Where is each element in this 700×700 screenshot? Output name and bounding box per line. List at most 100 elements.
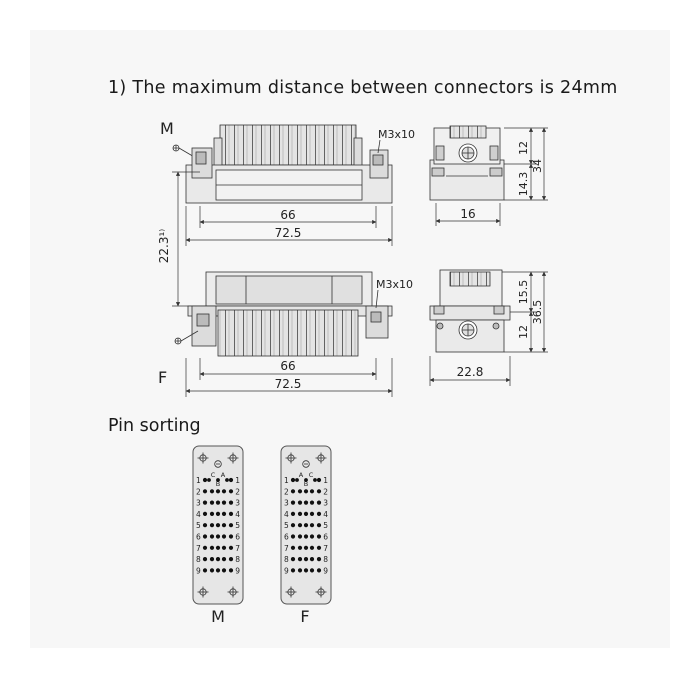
pin-male-pin-c [225,478,229,482]
pin-male-pin [209,557,215,562]
pin-female-pin [316,568,322,573]
pin-male-pin [221,545,227,550]
pin-female-pin [309,557,315,562]
pin-female-pin [297,557,303,562]
pin-male-pin [202,477,208,483]
male-dim-length-outer: 72.5 [275,226,302,240]
pin-male-row-label-left: 2 [196,487,201,496]
pin-male-row-label-left: 8 [196,555,201,564]
pin-female-letter-b: B [304,480,308,488]
pin-female-row-label-left: 6 [284,533,289,542]
pin-female-corner-screw-tl [285,452,297,464]
pin-male-pin [221,557,227,562]
pin-female-pin [316,489,322,494]
pin-female-corner-screw-bl [285,586,297,598]
pin-female-pin [290,534,296,539]
pin-male-pin-b [216,478,220,482]
male-side-view: M M3x10 [160,119,415,204]
female-screw-label: M3x10 [376,278,413,291]
pin-female-pin-b [304,478,308,482]
pin-male-pin [221,534,227,539]
pin-female-pin [309,500,315,505]
female-dim-height-bottom: 12 [517,325,530,339]
pin-male-pin [215,523,221,528]
pin-male-row-label-left: 7 [196,544,201,553]
pin-male-row-label-right: 1 [235,476,240,485]
pin-female-pin [303,523,309,528]
pin-male-corner-screw-tl [197,452,209,464]
pin-female-pin [297,523,303,528]
male-side-dimensions: 66 72.5 [185,206,393,246]
pin-male-row-label-left: 6 [196,533,201,542]
pin-male-corner-screw-bl [197,586,209,598]
pin-female-pin [303,511,309,516]
pin-female-pin [290,545,296,550]
pin-female-pin [297,534,303,539]
female-dim-length-inner: 66 [280,359,295,373]
pin-female-row-label-right: 2 [323,487,328,496]
pin-male-pin [228,489,234,494]
pin-female-pin [303,568,309,573]
pin-male-pin [228,523,234,528]
pin-female-pin [303,489,309,494]
pin-sorting-title: Pin sorting [108,416,201,436]
male-dim-height-bottom: 14.3 [517,172,530,197]
pin-male-pin [221,568,227,573]
pin-female-pin [290,568,296,573]
female-side-view: M3x10 F [158,271,413,387]
male-end-view [429,125,505,201]
pin-male-pin [202,511,208,516]
pin-female-pin [290,557,296,562]
ground-icon [214,460,222,468]
male-dim-width: 16 [460,207,475,221]
pin-female-row-label-left: 3 [284,499,289,508]
pin-female-row-label-left: 7 [284,544,289,553]
pin-female-letter-a: A [299,471,304,479]
pin-female-pin [309,511,315,516]
pin-female-corner-screw-tr [315,452,327,464]
male-dim-height-total: 34 [531,159,544,173]
pin-female-label: F [300,607,309,626]
pin-female-pin [316,477,322,483]
pin-female-row-label-right: 1 [323,476,328,485]
pin-male-row-label-right: 7 [235,544,240,553]
pin-male-letter-c: C [211,471,216,479]
pin-female-row-label-left: 2 [284,487,289,496]
pin-female-pin [290,489,296,494]
female-end-view [429,269,511,353]
pin-female-pin-a [295,478,299,482]
pin-female-pin [303,534,309,539]
pin-female-pin [316,511,322,516]
pin-female-pin [303,500,309,505]
pin-male-row-label-right: 8 [235,555,240,564]
pin-male-pin [215,534,221,539]
pin-female-pin [297,500,303,505]
pin-female-pin [309,489,315,494]
pin-male-pin [202,557,208,562]
pin-male-pin [202,545,208,550]
pin-male-pin [202,523,208,528]
male-dim-height-top: 12 [517,141,530,155]
pin-male-pin [209,500,215,505]
pin-female-row-label-left: 1 [284,476,289,485]
pin-male-pin [209,523,215,528]
pin-male-row-label-left: 1 [196,476,201,485]
pin-male-pin [221,511,227,516]
ground-icon [302,460,310,468]
pin-male-letter-b: B [216,480,220,488]
pin-female-pin [316,545,322,550]
pin-female-pin [309,534,315,539]
pin-female-row-label-right: 5 [323,521,328,530]
pin-female-pin [297,568,303,573]
pin-male-row-label-right: 5 [235,521,240,530]
pin-male-pin-a [207,478,211,482]
pin-female-pin [316,500,322,505]
female-dim-height-total: 36.5 [531,300,544,325]
pin-male-pin [228,477,234,483]
male-end-dimensions: 12 14.3 34 16 [435,127,548,226]
pin-female-row-label-right: 3 [323,499,328,508]
pin-female-row-label-right: 9 [323,566,328,575]
pin-female-row-label-right: 6 [323,533,328,542]
